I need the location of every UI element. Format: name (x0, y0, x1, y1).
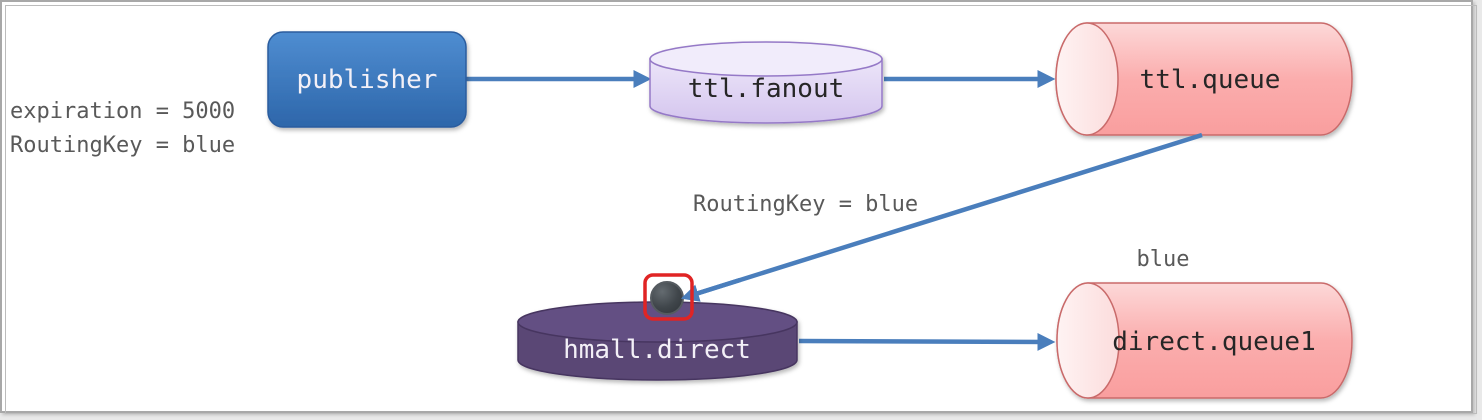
routing-key-mid-annotation: RoutingKey = blue (693, 192, 918, 217)
publisher-node: publisher (267, 31, 467, 128)
hmall-direct-exchange: hmall.direct (517, 301, 798, 381)
binding-dot-icon (650, 281, 684, 315)
routing-key-left-annotation: RoutingKey = blue (10, 133, 235, 158)
direct-queue1: direct.queue1 (1056, 282, 1353, 399)
ttl-queue-cap (1055, 22, 1119, 136)
ttl-fanout-body (649, 58, 883, 124)
queue1-binding-annotation: blue (1137, 247, 1190, 272)
highlight-red-box (643, 273, 694, 321)
ttl-fanout-exchange: ttl.fanout (649, 41, 883, 124)
arrow-direct-to-queue1 (798, 332, 1056, 351)
direct-queue1-label: direct.queue1 (1112, 327, 1316, 357)
arrow-ttlqueue-to-direct (685, 132, 1203, 300)
hmall-direct-label: hmall.direct (563, 335, 751, 365)
ttl-queue: ttl.queue (1055, 22, 1353, 136)
ttl-fanout-label: ttl.fanout (688, 74, 845, 104)
ttl-queue-label: ttl.queue (1140, 65, 1281, 95)
expiration-annotation: expiration = 5000 (10, 99, 235, 124)
ttl-fanout-top (649, 41, 883, 77)
direct-queue1-cap (1056, 282, 1120, 399)
arrow-tip-into-dot (680, 277, 741, 302)
publisher-box (267, 31, 467, 128)
publisher-label: publisher (297, 65, 438, 95)
